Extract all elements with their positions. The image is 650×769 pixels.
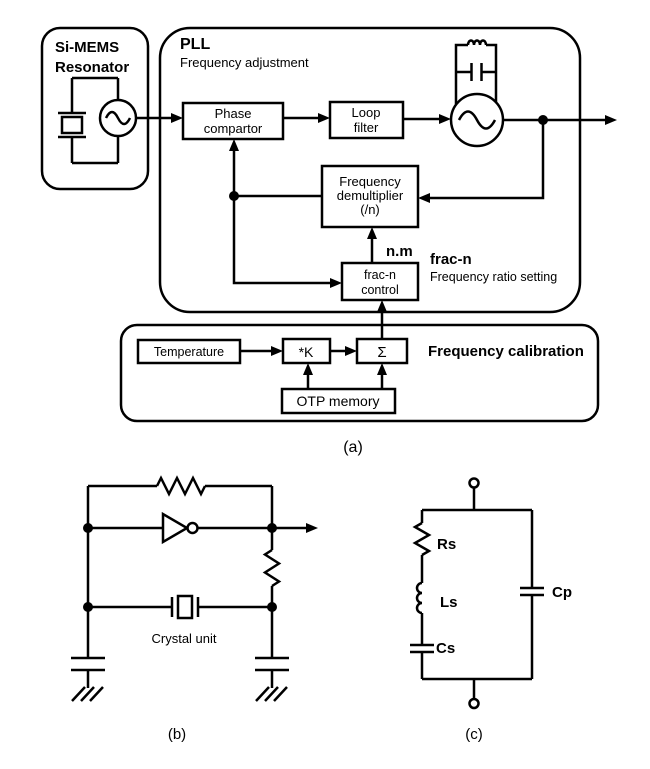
frequency-calibration-box bbox=[119, 323, 600, 423]
pll-box bbox=[158, 26, 582, 314]
phase-comparator-label2: compartor bbox=[204, 121, 263, 136]
arrowhead bbox=[377, 300, 387, 312]
capacitor-icon bbox=[456, 63, 496, 81]
crystal-plates-icon bbox=[170, 597, 200, 617]
phase-comparator-label1: Phase bbox=[215, 106, 252, 121]
otp-memory-label: OTP memory bbox=[297, 393, 380, 409]
pll-title: PLL bbox=[180, 36, 210, 53]
demultiplier-label2: demultiplier bbox=[337, 188, 404, 203]
resonator-loop-wire bbox=[70, 76, 120, 165]
junction-dot bbox=[267, 523, 277, 533]
arrowhead bbox=[229, 139, 239, 151]
sine-icon bbox=[457, 110, 497, 130]
resistor-icon bbox=[412, 521, 432, 557]
terminal-circle bbox=[468, 477, 480, 489]
arrowhead bbox=[377, 363, 387, 375]
frac-n-control-box bbox=[340, 261, 420, 302]
crystal-unit-label: Crystal unit bbox=[151, 631, 216, 646]
panel-c: Rs Ls Cs Cp (c) bbox=[410, 477, 572, 743]
caption-c: (c) bbox=[465, 726, 483, 743]
capacitor-icon bbox=[71, 656, 105, 688]
frac-n-subtitle: Frequency ratio setting bbox=[430, 270, 557, 284]
si-mems-title-line2: Resonator bbox=[55, 59, 129, 76]
resistor-icon bbox=[155, 475, 207, 497]
phase-comparator-box bbox=[181, 101, 285, 141]
panel-a: Si-MEMS Resonator PLL Frequency adjustme… bbox=[40, 26, 617, 456]
junction-dot bbox=[267, 602, 277, 612]
frac-n-title: frac-n bbox=[430, 251, 472, 268]
si-mems-title-line1: Si-MEMS bbox=[55, 39, 119, 56]
capacitor-icon bbox=[255, 656, 289, 688]
wire-demux-junction bbox=[232, 150, 331, 285]
caption-b: (b) bbox=[168, 726, 186, 743]
arrowhead bbox=[171, 113, 183, 123]
si-mems-box bbox=[40, 26, 150, 191]
demultiplier-label1: Frequency bbox=[339, 174, 401, 189]
capacitor-icon bbox=[410, 643, 434, 654]
terminal-circle bbox=[468, 697, 480, 710]
ls-label: Ls bbox=[440, 594, 458, 611]
sigma-label: Σ bbox=[377, 344, 386, 361]
panel-b: Crystal unit (b) bbox=[71, 475, 318, 743]
cs-label: Cs bbox=[436, 640, 455, 657]
k-gain-label: *K bbox=[299, 344, 314, 360]
loop-filter-box bbox=[328, 100, 405, 140]
sine-icon bbox=[104, 110, 132, 126]
inductor-icon bbox=[415, 581, 423, 615]
arrowhead bbox=[439, 114, 451, 124]
arrowhead bbox=[330, 278, 342, 288]
junction-dot bbox=[83, 523, 93, 533]
resistor-icon bbox=[262, 548, 282, 588]
arrowhead bbox=[271, 346, 283, 356]
crystal-plates-icon bbox=[58, 111, 86, 139]
arrowhead bbox=[306, 523, 318, 533]
loop-filter-label1: Loop bbox=[352, 105, 381, 120]
demultiplier-label3: (/n) bbox=[360, 202, 380, 217]
temperature-label: Temperature bbox=[154, 345, 224, 359]
inverter-bubble-icon bbox=[186, 521, 199, 535]
arrowhead bbox=[418, 193, 430, 203]
inverter-icon bbox=[161, 511, 190, 545]
arrowhead bbox=[318, 113, 330, 123]
frequency-calibration-title: Frequency calibration bbox=[428, 343, 584, 360]
frac-n-control-label1: frac-n bbox=[364, 268, 396, 282]
rs-label: Rs bbox=[437, 536, 456, 553]
wire-frame bbox=[422, 508, 532, 681]
arrowhead bbox=[605, 115, 617, 125]
arrowhead bbox=[303, 363, 313, 375]
frac-n-control-label2: control bbox=[361, 283, 399, 297]
loop-filter-label2: filter bbox=[354, 120, 379, 135]
ground-icon bbox=[255, 686, 288, 702]
crystal-body-icon bbox=[60, 115, 84, 135]
cp-label: Cp bbox=[552, 584, 572, 601]
caption-a: (a) bbox=[343, 439, 363, 456]
n-m-label: n.m bbox=[386, 243, 413, 260]
wire-feedback bbox=[429, 120, 545, 200]
arrowhead bbox=[345, 346, 357, 356]
inductor-icon bbox=[466, 39, 488, 46]
junction-dot bbox=[83, 602, 93, 612]
lc-tank-frame bbox=[454, 43, 498, 104]
crystal-body-icon bbox=[176, 594, 194, 620]
capacitor-icon bbox=[520, 586, 544, 597]
arrowhead bbox=[367, 227, 377, 239]
junction-dot bbox=[229, 191, 239, 201]
ground-icon bbox=[71, 686, 104, 702]
pll-subtitle: Frequency adjustment bbox=[180, 55, 309, 70]
sigma-box bbox=[355, 337, 409, 365]
otp-memory-box bbox=[280, 387, 397, 415]
